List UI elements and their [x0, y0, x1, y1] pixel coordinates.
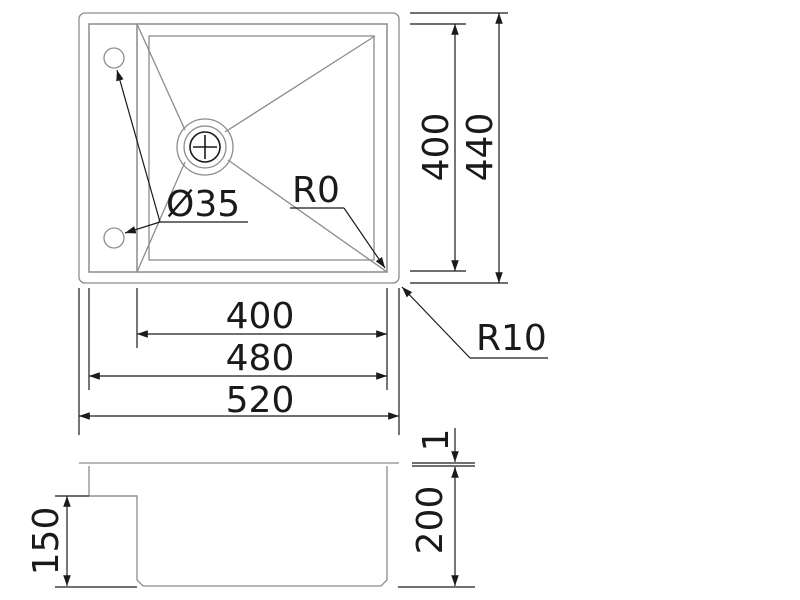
inner-width-label: 400	[226, 296, 295, 337]
side-view	[79, 462, 399, 587]
side-dimensions: 1 200 150	[26, 428, 475, 588]
side-bowl-profile	[88, 466, 388, 587]
outer-width-label: 520	[226, 380, 295, 421]
outer-height-label: 440	[460, 113, 501, 182]
flange-thickness-label: 1	[416, 429, 457, 452]
middle-width-label: 480	[226, 338, 295, 379]
drain-outer-ring	[176, 118, 234, 176]
height-dimensions: 400 440	[410, 12, 508, 284]
bowl-depth-label: 200	[410, 486, 451, 555]
slope-line-bottom-left	[136, 161, 186, 273]
slope-line-top-left	[136, 23, 186, 131]
drain-inner-ring	[183, 125, 227, 169]
inner-height-label: 400	[416, 113, 457, 182]
tap-hole-top	[103, 47, 125, 69]
tap-hole-bottom	[103, 227, 125, 249]
slope-line-top-right	[224, 35, 376, 133]
sink-flange-inner	[88, 23, 388, 273]
drain-diameter-callout: Ø35	[116, 69, 248, 234]
outer-radius-label: R10	[476, 318, 547, 359]
bowl-floor	[148, 35, 375, 261]
top-view	[78, 12, 400, 284]
drainboard-step	[88, 23, 138, 273]
slope-line-bottom-right	[227, 159, 388, 273]
inner-radius-label: R0	[292, 170, 340, 211]
drain-diameter-label: Ø35	[166, 184, 240, 225]
width-dimensions: 400 480 520	[78, 288, 400, 435]
outer-radius-callout: R10	[401, 286, 548, 359]
sink-outer-rim	[78, 12, 400, 284]
bowl-outline	[136, 23, 388, 273]
step-depth-label: 150	[26, 507, 67, 576]
drain-grate	[189, 131, 221, 163]
inner-radius-callout: R0	[290, 170, 386, 269]
